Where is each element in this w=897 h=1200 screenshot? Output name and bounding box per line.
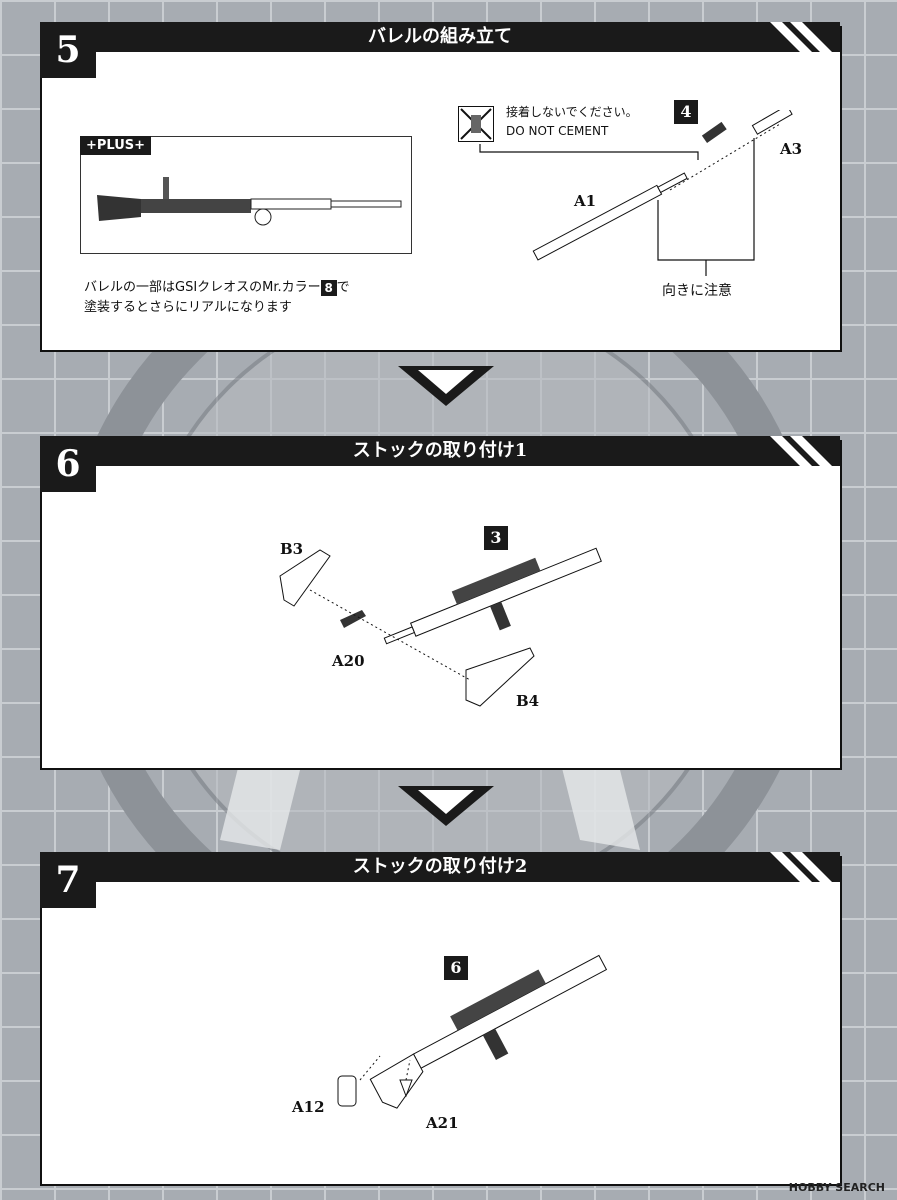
step-6-title: ストックの取り付け1 [352, 440, 528, 461]
no-cement-japanese: 接着しないでください。 [506, 105, 638, 119]
step-6-part-b4: B4 [516, 692, 540, 710]
step-6-ref-badge: 3 [484, 526, 508, 550]
mr-color-number-badge: 8 [320, 279, 337, 296]
step-5-panel [40, 26, 842, 352]
step-6-panel [40, 440, 842, 770]
down-chevron-icon [398, 786, 494, 826]
step-5-ref-badge: 4 [674, 100, 698, 124]
step-7-header: ストックの取り付け2 [40, 852, 840, 882]
step-7-part-a12: A12 [292, 1098, 325, 1116]
step-7-number: 7 [40, 852, 96, 908]
down-chevron-icon [398, 366, 494, 406]
barrel-illustration [97, 177, 402, 226]
step-5-number: 5 [40, 22, 96, 78]
plus-tag: +PLUS+ [80, 136, 152, 155]
step-6-header: ストックの取り付け1 [40, 436, 840, 466]
step-5-assembly-drawing [479, 110, 793, 276]
step-7-ref-badge: 6 [444, 956, 468, 980]
no-cement-english: DO NOT CEMENT [506, 124, 609, 138]
orientation-note: 向きに注意 [662, 283, 732, 299]
step-5-title: バレルの組み立て [368, 26, 512, 47]
plus-tip-box: +PLUS+ [80, 136, 412, 254]
step-6-part-b3: B3 [280, 540, 304, 558]
step-5-part-a3: A3 [780, 140, 803, 158]
no-cement-icon [458, 106, 494, 142]
step-7-assembly-drawing [337, 954, 608, 1109]
step-7-part-a21: A21 [426, 1114, 459, 1132]
plus-note-line1-prefix: バレルの一部はGSIクレオスのMr.カラー [84, 280, 321, 295]
header-stripes-icon [770, 22, 832, 52]
header-stripes-icon [770, 436, 832, 466]
header-stripes-icon [770, 852, 832, 882]
step-5-part-a1: A1 [574, 192, 597, 210]
plus-note-line1-suffix: で [336, 280, 350, 295]
step-6-assembly-drawing [279, 547, 602, 707]
plus-note-line2: 塗装するとさらにリアルになります [84, 300, 292, 315]
step-5-header: バレルの組み立て [40, 22, 840, 52]
step-6-number: 6 [40, 436, 96, 492]
step-7-title: ストックの取り付け2 [352, 856, 528, 877]
step-7-panel [40, 856, 842, 1186]
step-6-part-a20: A20 [332, 652, 365, 670]
watermark: HOBBY SEARCH [788, 1181, 885, 1194]
